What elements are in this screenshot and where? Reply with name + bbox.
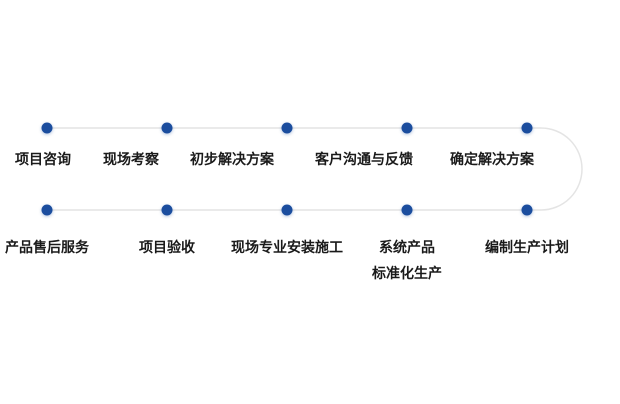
process-step-label-text: 初步解决方案 [190,151,274,167]
process-step-label-text: 确定解决方案 [450,151,534,167]
process-step-dot [521,122,533,134]
process-step-dot [401,122,413,134]
process-step-dot [281,122,293,134]
process-step-label: 客户沟通与反馈 [315,146,413,172]
process-step-label: 初步解决方案 [190,146,274,172]
process-step-label: 系统产品标准化生产 [372,234,442,286]
process-step-label-text: 客户沟通与反馈 [315,151,413,167]
process-step-label-text: 现场考察 [103,151,159,167]
process-step-label: 现场考察 [103,146,159,172]
process-step-label: 编制生产计划 [485,234,569,260]
process-step-label-text: 产品售后服务 [5,239,89,255]
process-step-dot [281,204,293,216]
process-step-label-text: 现场专业安装施工 [231,239,343,255]
process-step-label: 确定解决方案 [450,146,534,172]
process-step-label-text-line2: 标准化生产 [372,265,442,281]
process-step-label: 项目验收 [139,234,195,260]
flow-line-path [47,127,583,211]
process-step-label-text: 项目验收 [139,239,195,255]
process-step-label: 现场专业安装施工 [231,234,343,260]
process-step-label-text: 项目咨询 [15,151,71,167]
process-step-label-text: 编制生产计划 [485,239,569,255]
process-step-dot [41,204,53,216]
process-step-label: 项目咨询 [15,146,71,172]
process-step-dot [161,204,173,216]
process-step-dot [401,204,413,216]
process-step-dot [41,122,53,134]
process-step-label: 产品售后服务 [5,234,89,260]
process-step-dot [521,204,533,216]
process-step-dot [161,122,173,134]
process-step-label-text: 系统产品 [379,239,435,255]
